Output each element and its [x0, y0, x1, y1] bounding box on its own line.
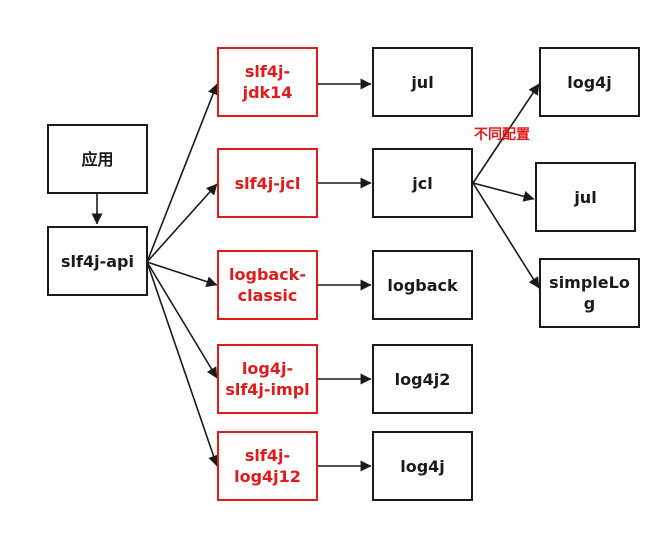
node-log4j2: log4j2	[372, 344, 473, 414]
edge-api-jcl	[146, 183, 218, 263]
node-logback-classic: logback- classic	[217, 250, 318, 320]
edge-api-log4j2	[146, 261, 218, 379]
edge-jcl-jul	[472, 182, 535, 202]
node-log4j-slf4j-impl: log4j- slf4j-impl	[217, 344, 318, 414]
edge-jcl-simplelog	[472, 182, 540, 289]
edge-api-log4j12	[146, 261, 219, 467]
node-slf4j-jdk14: slf4j- jdk14	[217, 47, 318, 117]
node-jcl-jul: jul	[535, 162, 636, 232]
node-slf4j-api: slf4j-api	[47, 226, 148, 296]
edge-api-jdk14	[146, 83, 219, 263]
node-jcl-simplelog: simpleLo g	[539, 258, 640, 328]
edge-jcl-log4j	[472, 83, 540, 184]
node-jcl: jcl	[372, 148, 473, 218]
node-logback: logback	[372, 250, 473, 320]
node-jcl-log4j: log4j	[539, 47, 640, 117]
annotation-different-config: 不同配置	[474, 127, 530, 143]
node-slf4j-log4j12: slf4j- log4j12	[217, 431, 318, 501]
node-log4j: log4j	[372, 431, 473, 501]
edge-api-logback	[146, 261, 218, 287]
node-app: 应用	[47, 124, 148, 194]
node-slf4j-jcl: slf4j-jcl	[217, 148, 318, 218]
node-jul: jul	[372, 47, 473, 117]
